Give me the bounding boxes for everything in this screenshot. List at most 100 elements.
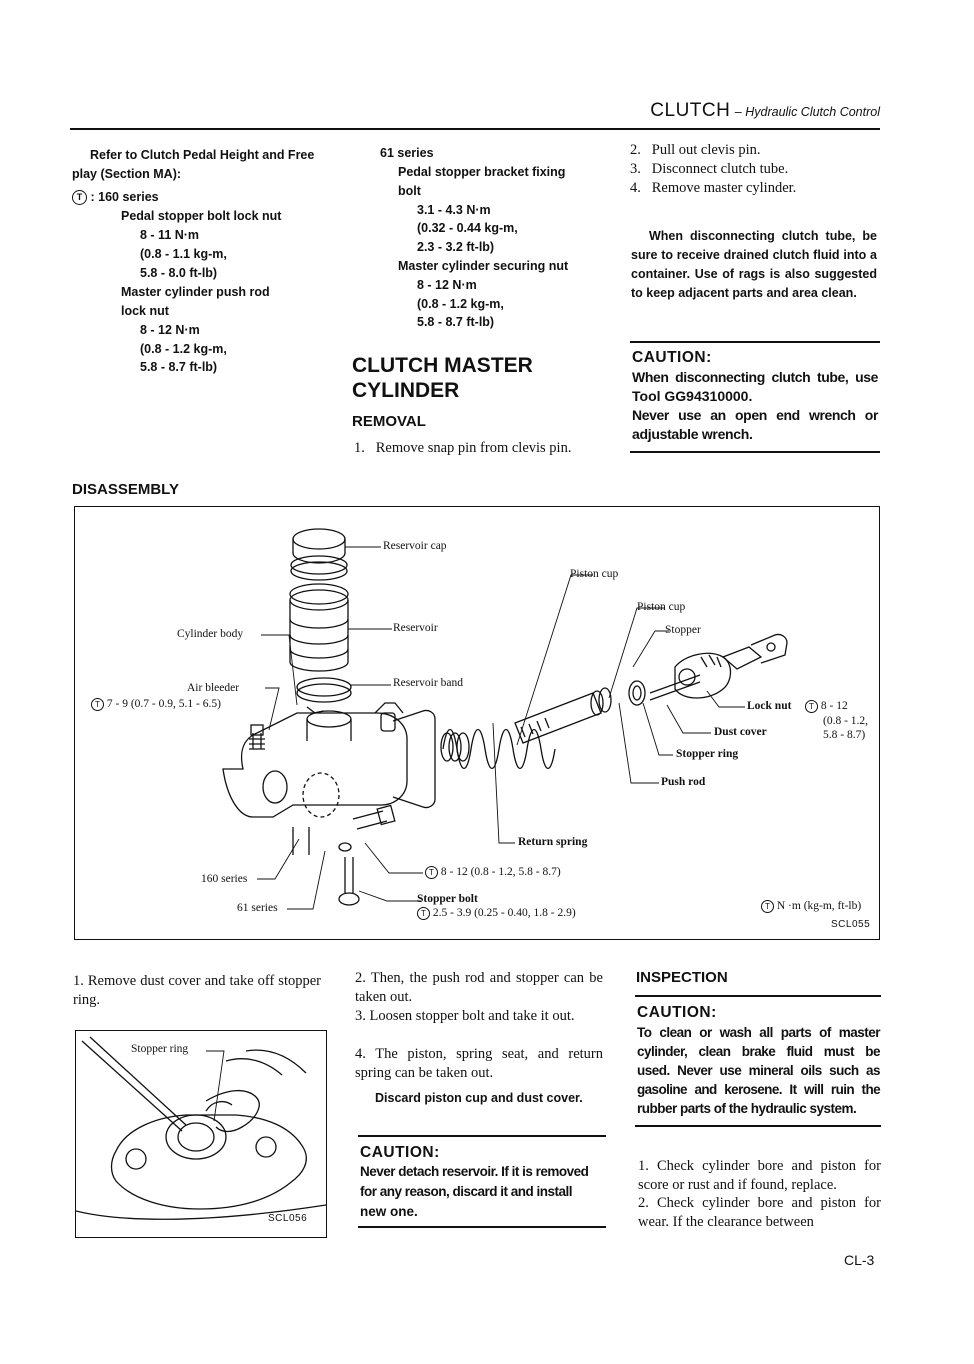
series-61-label: 61 series (380, 146, 434, 160)
torque-icon: T (805, 700, 818, 713)
col2-line-1: bolt (398, 184, 421, 198)
label-lock-nut-torque-1: T 8 - 12 (805, 700, 848, 713)
lower-caution-title: CAUTION: (360, 1144, 440, 1161)
torque-icon: T (72, 190, 87, 206)
label-reservoir-cap: Reservoir cap (383, 540, 447, 552)
label-push-rod: Push rod (661, 776, 706, 788)
figure-stopper-ring-label: Stopper ring (131, 1043, 189, 1055)
series-160-line: T : 160 series (72, 188, 159, 207)
page-header: CLUTCH – Hydraulic Clutch Control (590, 100, 880, 122)
inspection-caution-line-3: used. Never use mineral oils such as (637, 1063, 881, 1078)
col1-line-8: 5.8 - 8.7 ft-lb) (140, 360, 218, 374)
label-stopper-bolt-torque: T 2.5 - 3.9 (0.25 - 0.40, 1.8 - 2.9) (417, 907, 576, 920)
stopper-ring-illustration (76, 1036, 326, 1220)
reservoir-band-part (296, 677, 352, 714)
section-title: CLUTCH (650, 100, 731, 121)
inspection-heading: INSPECTION (636, 969, 728, 986)
col1-line-3: 5.8 - 8.0 ft-lb) (140, 266, 218, 280)
section-title-line1: CLUTCH MASTER (352, 354, 533, 377)
label-dust-cover: Dust cover (714, 726, 767, 738)
label-series-61: 61 series (237, 902, 278, 914)
col1-line-2: (0.8 - 1.1 kg-m, (140, 247, 227, 261)
col1-line-4: Master cylinder push rod (121, 285, 270, 299)
lock-nut-torque-value: 8 - 12 (820, 700, 848, 712)
label-stopper-bolt: Stopper bolt (417, 893, 478, 905)
inspection-step-2: 2. Check cylinder bore and piston for we… (638, 1195, 881, 1230)
lower-caution-line-1: Never detach reservoir. If it is removed (360, 1164, 589, 1179)
caution-line-2: Tool GG94310000. (632, 388, 753, 404)
col2-line-3: (0.32 - 0.44 kg-m, (417, 221, 518, 235)
col2-line-4: 2.3 - 3.2 ft-lb) (417, 240, 495, 254)
torque-icon: T (417, 907, 430, 920)
disassembly-figure: Reservoir cap Piston cup Piston cup Stop… (74, 506, 880, 940)
inspection-caution-line-5: rubber parts of the hydraulic system. (637, 1101, 857, 1116)
reservoir-part (289, 583, 349, 672)
inspection-step-1: 1. Check cylinder bore and piston for sc… (638, 1158, 881, 1193)
label-piston-cup-2: Piston cup (637, 601, 686, 613)
label-return-spring: Return spring (518, 836, 588, 848)
label-lock-nut-torque-3: 5.8 - 8.7) (823, 729, 866, 741)
col2-line-7: (0.8 - 1.2 kg-m, (417, 297, 504, 311)
figure-code: SCL055 (831, 919, 871, 930)
torque-icon: T (761, 900, 774, 913)
col1-line-5: lock nut (121, 304, 169, 318)
label-units: T N ·m (kg-m, ft-lb) (761, 900, 861, 913)
piston-part (514, 687, 612, 744)
removal-step-2: 2. Pull out clevis pin. (630, 142, 761, 158)
label-reservoir-band: Reservoir band (393, 677, 463, 689)
label-air-bleeder-torque: T 7 - 9 (0.7 - 0.9, 5.1 - 6.5) (91, 698, 221, 711)
col1-line-7: (0.8 - 1.2 kg-m, (140, 342, 227, 356)
series-label: : 160 series (90, 190, 159, 204)
return-spring-torque-value: 8 - 12 (0.8 - 1.2, 5.8 - 8.7) (440, 866, 561, 878)
stopper-bolt-part (338, 804, 396, 906)
lower-caution-line-3: new one. (360, 1204, 418, 1219)
label-stopper: Stopper (665, 624, 701, 636)
removal-step-4: 4. Remove master cylinder. (630, 180, 797, 196)
inspection-caution-line-1: To clean or wash all parts of master (637, 1025, 881, 1040)
reservoir-cap-part (290, 528, 348, 581)
lower-caution-top-rule (358, 1135, 606, 1137)
inspection-bottom-rule (635, 1125, 881, 1127)
label-stopper-ring: Stopper ring (676, 748, 739, 760)
caution-title: CAUTION: (632, 349, 712, 366)
torque-icon: T (91, 698, 104, 711)
stopper-bolt-torque-value: 2.5 - 3.9 (0.25 - 0.40, 1.8 - 2.9) (432, 907, 576, 919)
inspection-top-rule (635, 995, 881, 997)
return-spring-part (440, 728, 556, 770)
caution-line-3: Never use an open end wrench or (632, 407, 878, 423)
cylinder-body-part (222, 702, 436, 855)
label-reservoir: Reservoir (393, 622, 438, 634)
drain-note: When disconnecting clutch tube, be sure … (631, 229, 877, 300)
removal-step-3: 3. Disconnect clutch tube. (630, 161, 789, 177)
section-subtitle: – Hydraulic Clutch Control (734, 105, 880, 119)
caution-bottom-rule (630, 451, 880, 453)
figure-code-scl056: SCL056 (268, 1213, 308, 1224)
col2-line-2: 3.1 - 4.3 N·m (417, 203, 491, 217)
caution-line-1: When disconnecting clutch tube, use (632, 369, 878, 385)
air-bleeder-torque-value: 7 - 9 (0.7 - 0.9, 5.1 - 6.5) (106, 698, 221, 710)
stopper-ring-figure: Stopper ring SCL056 (75, 1030, 327, 1238)
lower-caution-bottom-rule (358, 1226, 606, 1228)
col1-line-0: Pedal stopper bolt lock nut (121, 209, 282, 223)
caution-line-4: adjustable wrench. (632, 426, 753, 442)
inspection-caution-title: CAUTION: (637, 1004, 717, 1021)
label-return-spring-torque: T 8 - 12 (0.8 - 1.2, 5.8 - 8.7) (425, 866, 561, 879)
exploded-view-illustration (222, 528, 788, 910)
section-title-line2: CYLINDER (352, 379, 460, 402)
caution-top-rule (630, 341, 880, 343)
lower-caution-line-2: for any reason, discard it and install (360, 1184, 573, 1199)
disassembly-step-4: 4. The piston, spring seat, and return s… (355, 1046, 603, 1081)
col2-line-0: Pedal stopper bracket fixing (398, 165, 566, 179)
removal-step-1: 1. Remove snap pin from clevis pin. (354, 440, 572, 456)
removal-heading: REMOVAL (352, 413, 426, 430)
inspection-caution-line-4: gasoline and kerosene. It will ruin the (637, 1082, 881, 1097)
col1-line-6: 8 - 12 N·m (140, 323, 200, 337)
col2-line-5: Master cylinder securing nut (398, 259, 569, 273)
disassembly-step-2: 2. Then, the push rod and stopper can be… (355, 970, 603, 1005)
disassembly-heading: DISASSEMBLY (72, 481, 179, 498)
units-value: N ·m (kg-m, ft-lb) (776, 900, 862, 912)
label-piston-cup-1: Piston cup (570, 568, 619, 580)
disassembly-step-1: 1. Remove dust cover and take off stoppe… (73, 973, 321, 1008)
page-number: CL-3 (844, 1252, 875, 1268)
label-lock-nut-torque-2: (0.8 - 1.2, (823, 715, 869, 727)
